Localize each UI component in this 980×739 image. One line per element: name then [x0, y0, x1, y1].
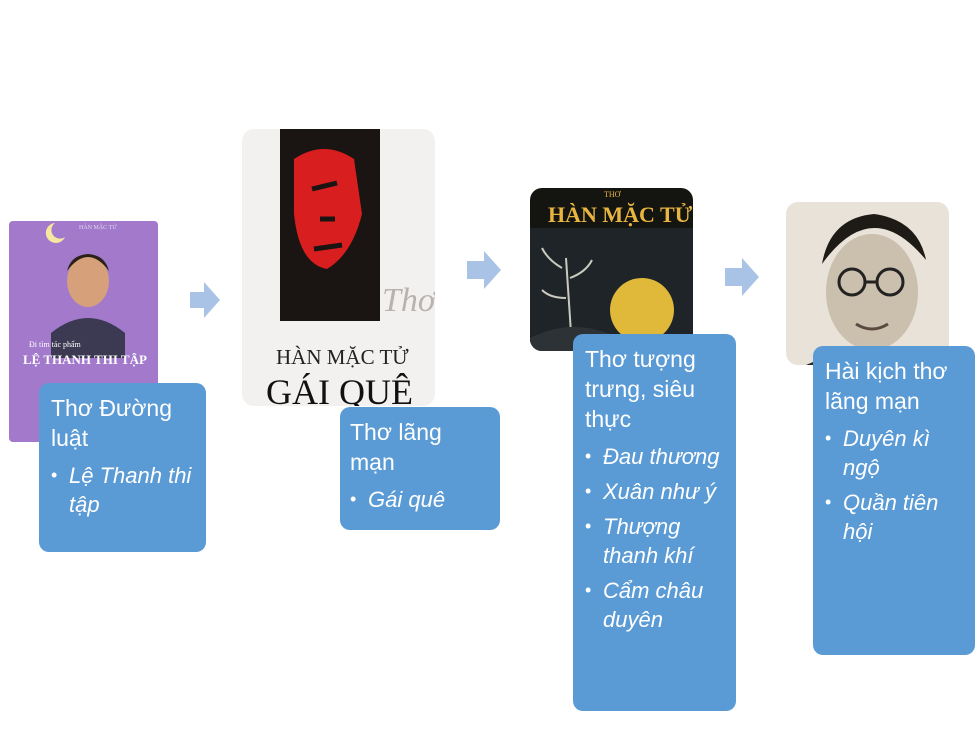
stage-title: Hài kịch thơ lãng mạn	[825, 358, 948, 414]
portrait-photo-art	[786, 202, 949, 365]
stage-title: Thơ tượng trưng, siêu thực	[585, 346, 696, 432]
cover1-caption: Đi tìm tác phẩm	[29, 340, 82, 349]
cover2-book-title: GÁI QUÊ	[266, 372, 413, 406]
stage-box-duong-luat: Thơ Đường luật Lệ Thanh thi tập	[39, 383, 206, 552]
work-item: Quần tiên hội	[825, 488, 963, 546]
moon-icon	[45, 223, 65, 243]
work-item: Thượng thanh khí	[585, 512, 724, 570]
work-item: Lệ Thanh thi tập	[51, 461, 194, 519]
stage-box-lang-man: Thơ lãng mạn Gái quê	[340, 407, 500, 530]
cover-le-thanh-thi-tap-art: HÀN MẶC TỬ Đi tìm tác phẩm LỆ THANH THI …	[9, 221, 158, 442]
work-item: Duyên kì ngộ	[825, 424, 963, 482]
stage-title: Thơ Đường luật	[51, 395, 172, 451]
cover3-genre: THƠ	[604, 190, 622, 199]
cover-gai-que-art: Thơ HÀN MẶC TỬ GÁI QUÊ	[242, 129, 435, 406]
right-arrow-icon	[190, 282, 220, 318]
works-list: Lệ Thanh thi tập	[51, 461, 194, 519]
portrait-photo	[786, 202, 949, 365]
work-item: Cẩm châu duyên	[585, 576, 724, 634]
cover1-author-line: HÀN MẶC TỬ	[79, 223, 117, 231]
cover-gai-que: Thơ HÀN MẶC TỬ GÁI QUÊ	[242, 129, 435, 406]
work-item: Gái quê	[350, 485, 490, 514]
right-arrow-icon	[725, 258, 759, 296]
cover2-author: HÀN MẶC TỬ	[276, 345, 409, 369]
cover-han-mac-tu-art: THƠ HÀN MẶC TỬ	[530, 188, 693, 351]
works-list: Gái quê	[350, 485, 490, 514]
right-arrow-icon	[467, 251, 501, 289]
work-item: Xuân như ý	[585, 477, 724, 506]
works-list: Duyên kì ngộ Quần tiên hội	[825, 424, 963, 546]
work-item: Đau thương	[585, 442, 724, 471]
stage-box-tuong-trung: Thơ tượng trưng, siêu thực Đau thương Xu…	[573, 334, 736, 711]
cover3-author: HÀN MẶC TỬ	[548, 202, 693, 227]
cover1-book-title: LỆ THANH THI TẬP	[23, 352, 147, 367]
cover2-genre: Thơ	[382, 282, 435, 319]
cover-han-mac-tu: THƠ HÀN MẶC TỬ	[530, 188, 693, 351]
works-list: Đau thương Xuân như ý Thượng thanh khí C…	[585, 442, 724, 634]
stage-title: Thơ lãng mạn	[350, 419, 442, 475]
moon-icon	[610, 278, 674, 342]
cover-le-thanh-thi-tap: HÀN MẶC TỬ Đi tìm tác phẩm LỆ THANH THI …	[9, 221, 158, 442]
stage-box-hai-kich: Hài kịch thơ lãng mạn Duyên kì ngộ Quần …	[813, 346, 975, 655]
